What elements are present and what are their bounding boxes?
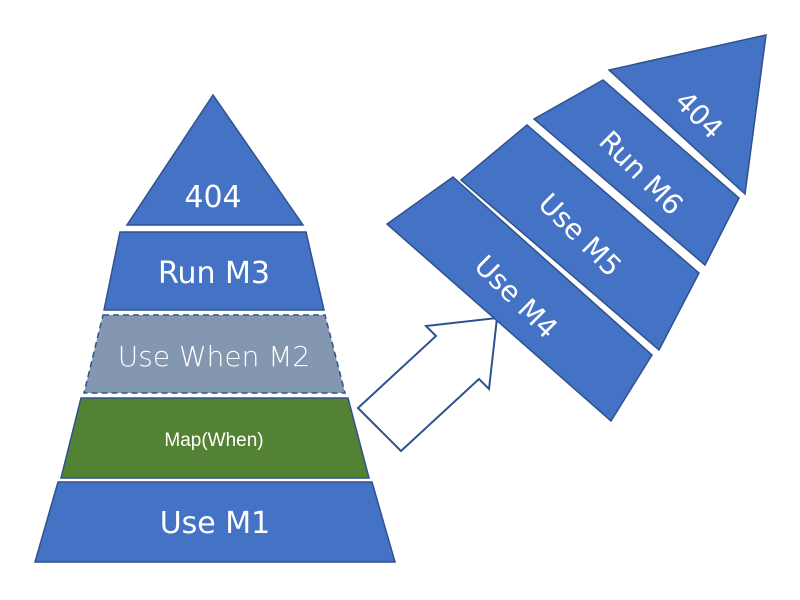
left-layer-map-label: Map(When) bbox=[164, 430, 263, 451]
left-layer-use-when-label: Use When M2 bbox=[118, 340, 311, 373]
left-top-label: 404 bbox=[184, 180, 241, 215]
right-layer-use-5: Use M5 bbox=[459, 124, 700, 352]
left-layer-use: Use M1 bbox=[34, 481, 396, 563]
left-layer-use-when: Use When M2 bbox=[83, 314, 346, 394]
left-layer-map: Map(When) bbox=[60, 397, 370, 479]
right-top-triangle: 404 bbox=[607, 34, 767, 196]
left-layer-use-label: Use M1 bbox=[160, 506, 271, 541]
left-pyramid: 404 Run M3 Use When M2 Map(When) Use M1 bbox=[34, 93, 396, 563]
left-layer-run-label: Run M3 bbox=[158, 256, 270, 291]
left-layer-run: Run M3 bbox=[103, 231, 325, 311]
block-arrow-up-right-icon bbox=[356, 316, 499, 453]
left-top-triangle: 404 bbox=[125, 93, 305, 226]
